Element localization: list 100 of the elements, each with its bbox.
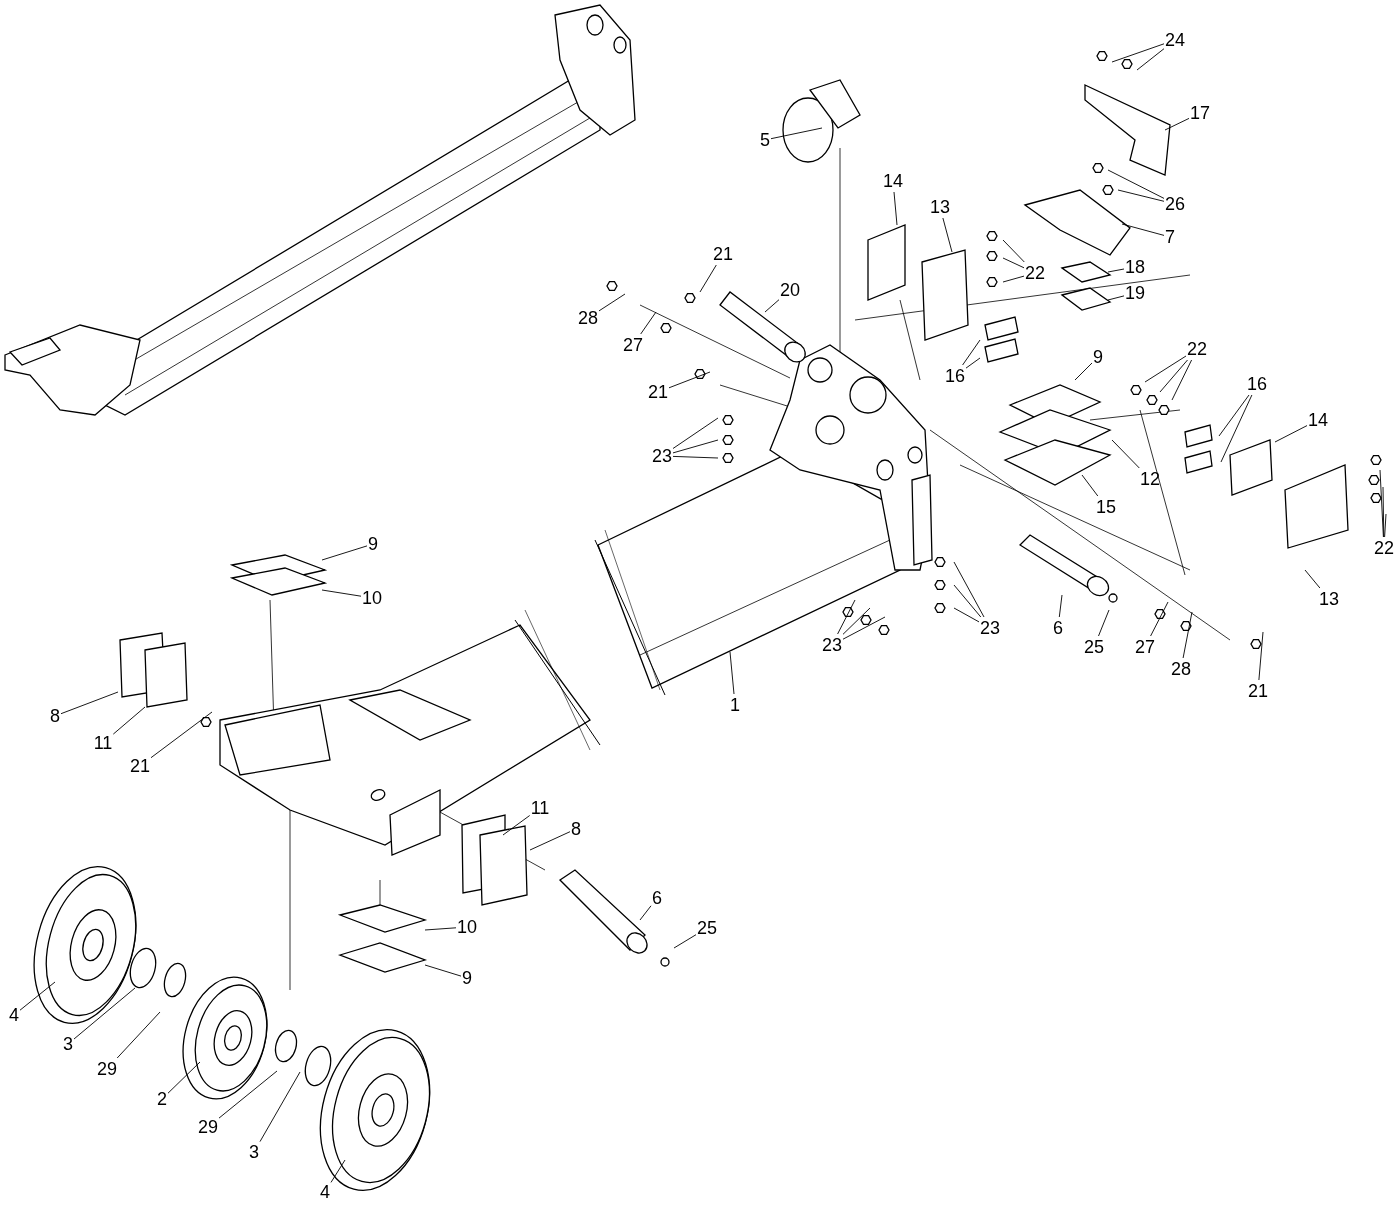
leader-line xyxy=(1382,486,1385,538)
leader-line xyxy=(953,607,980,623)
leader-line xyxy=(1111,43,1165,63)
leader-line xyxy=(218,1070,278,1119)
callout-number: 21 xyxy=(130,756,150,776)
leader-line xyxy=(1081,474,1099,497)
callout-number: 6 xyxy=(1053,618,1063,638)
leader-line xyxy=(639,905,652,921)
callout-number: 1 xyxy=(730,695,740,715)
leader-line xyxy=(1107,295,1125,301)
callout-number: 14 xyxy=(1308,410,1328,430)
leader-line xyxy=(965,357,981,369)
leader-line xyxy=(953,584,982,618)
leader-line xyxy=(1171,359,1193,401)
callout-number: 13 xyxy=(930,197,950,217)
callout-number: 14 xyxy=(883,171,903,191)
callout-number: 16 xyxy=(945,366,965,386)
leader-line xyxy=(424,964,462,977)
leader-line xyxy=(1074,362,1093,381)
leader-line xyxy=(598,293,626,312)
leader-line xyxy=(1159,359,1188,393)
callout-number: 20 xyxy=(780,280,800,300)
leader-line xyxy=(668,371,711,389)
callout-number: 9 xyxy=(1093,347,1103,367)
callout-number: 9 xyxy=(368,534,378,554)
callout-number: 21 xyxy=(648,382,668,402)
leader-line xyxy=(1107,169,1165,199)
leader-line xyxy=(19,981,56,1011)
callout-number: 17 xyxy=(1190,103,1210,123)
leader-line xyxy=(424,927,457,931)
callout-number: 11 xyxy=(93,733,113,753)
leader-line xyxy=(1218,394,1250,437)
leader-line xyxy=(729,651,735,695)
callout-number: 25 xyxy=(697,918,717,938)
callout-number: 13 xyxy=(1319,589,1339,609)
leader-line xyxy=(259,1071,301,1143)
callout-number: 29 xyxy=(198,1117,218,1137)
callout-number: 21 xyxy=(713,244,733,264)
leader-line xyxy=(953,561,985,618)
callout-number: 16 xyxy=(1247,374,1267,394)
leader-line xyxy=(1002,257,1025,269)
leader-line xyxy=(699,264,717,293)
callout-number: 23 xyxy=(980,618,1000,638)
leader-line xyxy=(1121,223,1165,236)
callout-number: 10 xyxy=(457,917,477,937)
leader-line xyxy=(672,439,719,454)
callout-number: 7 xyxy=(1165,227,1175,247)
callout-number: 9 xyxy=(462,968,472,988)
callout-number: 19 xyxy=(1125,283,1145,303)
leader-line xyxy=(1098,609,1110,637)
leader-line xyxy=(1144,355,1187,383)
callout-number: 27 xyxy=(1135,637,1155,657)
callout-number: 26 xyxy=(1165,194,1185,214)
callout-number: 22 xyxy=(1025,263,1045,283)
leader-line xyxy=(1150,601,1169,637)
leader-line xyxy=(1182,611,1193,659)
leader-line xyxy=(116,1011,161,1059)
leader-line xyxy=(1258,631,1264,681)
callout-number: 22 xyxy=(1187,339,1207,359)
leader-line xyxy=(893,191,898,226)
leader-line xyxy=(60,691,119,715)
leader-line xyxy=(330,1159,346,1183)
leader-line xyxy=(673,934,697,949)
callout-number: 23 xyxy=(652,446,672,466)
leader-line xyxy=(1002,275,1025,283)
leader-line xyxy=(837,599,856,635)
callout-number: 23 xyxy=(822,635,842,655)
leader-line xyxy=(764,299,780,313)
callout-number: 4 xyxy=(9,1005,19,1025)
leader-line xyxy=(962,339,981,366)
leader-line xyxy=(1058,594,1063,618)
callout-number: 22 xyxy=(1374,538,1394,558)
leader-line xyxy=(112,706,146,735)
leader-line xyxy=(1107,268,1125,273)
callout-number: 28 xyxy=(578,308,598,328)
leader-line xyxy=(1111,439,1140,469)
leader-line xyxy=(942,217,953,253)
callout-number: 3 xyxy=(249,1142,259,1162)
leader-line xyxy=(842,607,871,635)
leader-line xyxy=(529,831,571,851)
leader-line xyxy=(640,311,657,335)
callout-number: 2 xyxy=(157,1089,167,1109)
leader-line xyxy=(672,417,719,449)
callout-number: 12 xyxy=(1140,469,1160,489)
callout-number: 29 xyxy=(97,1059,117,1079)
callout-number: 21 xyxy=(1248,681,1268,701)
callout-number: 28 xyxy=(1171,659,1191,679)
leader-line xyxy=(1002,239,1025,263)
callout-number: 6 xyxy=(652,888,662,908)
leader-line xyxy=(842,616,886,640)
leader-line xyxy=(1384,513,1387,538)
leader-line xyxy=(73,987,136,1040)
callout-number: 3 xyxy=(63,1034,73,1054)
callout-number: 11 xyxy=(530,798,550,818)
callout-number: 4 xyxy=(320,1182,330,1202)
callout-number: 8 xyxy=(50,706,60,726)
leader-line xyxy=(1117,189,1165,202)
callout-number: 5 xyxy=(760,130,770,150)
callout-number: 24 xyxy=(1165,30,1185,50)
callout-number: 25 xyxy=(1084,637,1104,657)
